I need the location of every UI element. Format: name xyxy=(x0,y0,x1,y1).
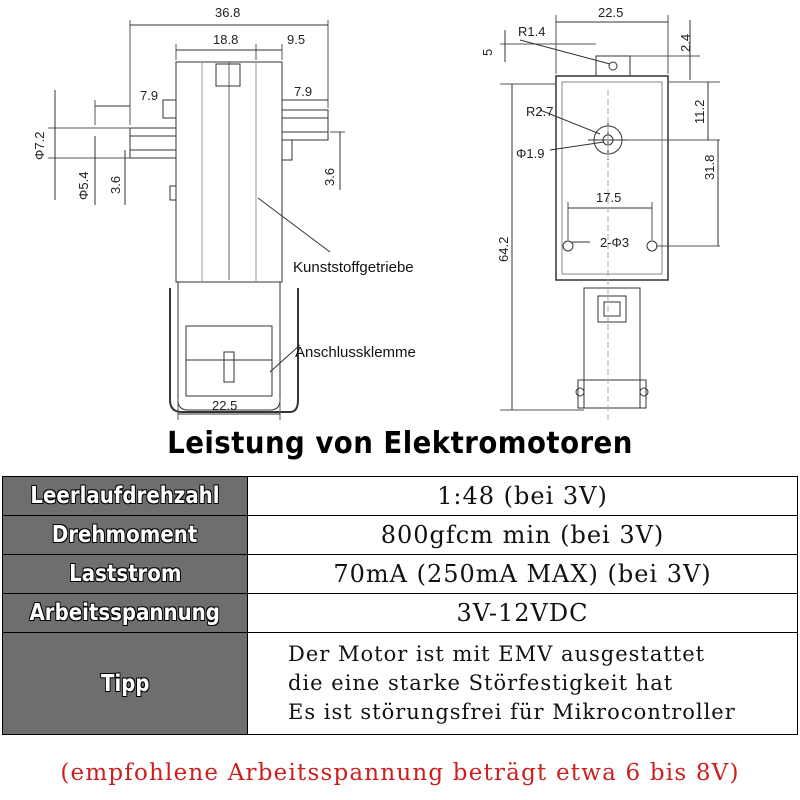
spec-label-cell: Arbeitsspannung xyxy=(2,593,248,633)
dim-r14: R1.4 xyxy=(518,24,545,39)
dim-height: 64.2 xyxy=(496,237,511,262)
technical-drawing: 36.8 18.8 9.5 7.9 7.9 Φ7.2 Φ5.4 3.6 3.6 … xyxy=(32,5,720,420)
dim-bottom-width: 22.5 xyxy=(212,398,237,413)
dim-318: 31.8 xyxy=(702,155,717,180)
dim-phi-inner: Φ5.4 xyxy=(76,172,91,200)
spec-label-cell: Laststrom xyxy=(2,554,248,594)
dim-r27: R2.7 xyxy=(526,104,553,119)
table-row: Drehmoment 800gfcm min (bei 3V) xyxy=(2,515,798,555)
dim-phi-outer: Φ7.2 xyxy=(32,132,47,160)
dim-width-total: 36.8 xyxy=(215,5,240,20)
side-view xyxy=(48,20,345,420)
dim-flat-right: 3.6 xyxy=(322,168,337,186)
spec-label: Leerlaufdrehzahl xyxy=(30,483,220,509)
dim-shaft-right: 7.9 xyxy=(294,84,312,99)
tip-line: Es ist störungsfrei für Mikrocontroller xyxy=(288,700,736,724)
spec-label: Arbeitsspannung xyxy=(29,600,221,626)
tip-label: Tipp xyxy=(100,670,150,697)
dim-shaft-left: 7.9 xyxy=(140,88,158,103)
dim-175: 17.5 xyxy=(596,190,621,205)
spec-label-cell: Drehmoment xyxy=(2,515,248,555)
dim-24: 2.4 xyxy=(678,34,693,52)
dim-top: 5 xyxy=(480,49,495,56)
front-view xyxy=(500,15,720,420)
table-row: Arbeitsspannung 3V-12VDC xyxy=(2,593,798,633)
spec-label: Drehmoment xyxy=(52,522,198,548)
spec-value: 800gfcm min (bei 3V) xyxy=(247,515,798,555)
tip-line: die eine starke Störfestigkeit hat xyxy=(288,671,674,695)
spec-value: 3V-12VDC xyxy=(247,593,798,633)
dim-flat-left: 3.6 xyxy=(108,176,123,194)
voltage-note: (empfohlene Arbeitsspannung beträgt etwa… xyxy=(60,760,740,786)
table-row: Leerlaufdrehzahl 1:48 (bei 3V) xyxy=(2,476,798,516)
dim-112: 11.2 xyxy=(692,100,707,124)
dim-width: 22.5 xyxy=(598,5,623,20)
label-gearbox: Kunststoffgetriebe xyxy=(293,259,414,276)
tip-text: Der Motor ist mit EMV ausgestattet die e… xyxy=(247,632,798,735)
dim-right-offset: 9.5 xyxy=(287,32,305,47)
table-row: Tipp Der Motor ist mit EMV ausgestattet … xyxy=(2,632,798,735)
label-terminal: Anschlussklemme xyxy=(295,344,416,361)
spec-label: Laststrom xyxy=(68,561,182,587)
tip-label-cell: Tipp xyxy=(2,632,248,735)
spec-value: 70mA (250mA MAX) (bei 3V) xyxy=(247,554,798,594)
spec-value: 1:48 (bei 3V) xyxy=(247,476,798,516)
tip-line: Der Motor ist mit EMV ausgestattet xyxy=(288,642,706,666)
dim-holes: 2-Φ3 xyxy=(600,235,629,250)
dim-phi19: Φ1.9 xyxy=(516,146,544,161)
specs-table: Leerlaufdrehzahl 1:48 (bei 3V) Drehmomen… xyxy=(2,476,798,735)
page-title: Leistung von Elektromotoren xyxy=(167,426,633,461)
spec-label-cell: Leerlaufdrehzahl xyxy=(2,476,248,516)
table-row: Laststrom 70mA (250mA MAX) (bei 3V) xyxy=(2,554,798,594)
dim-gearbox: 18.8 xyxy=(213,32,238,47)
